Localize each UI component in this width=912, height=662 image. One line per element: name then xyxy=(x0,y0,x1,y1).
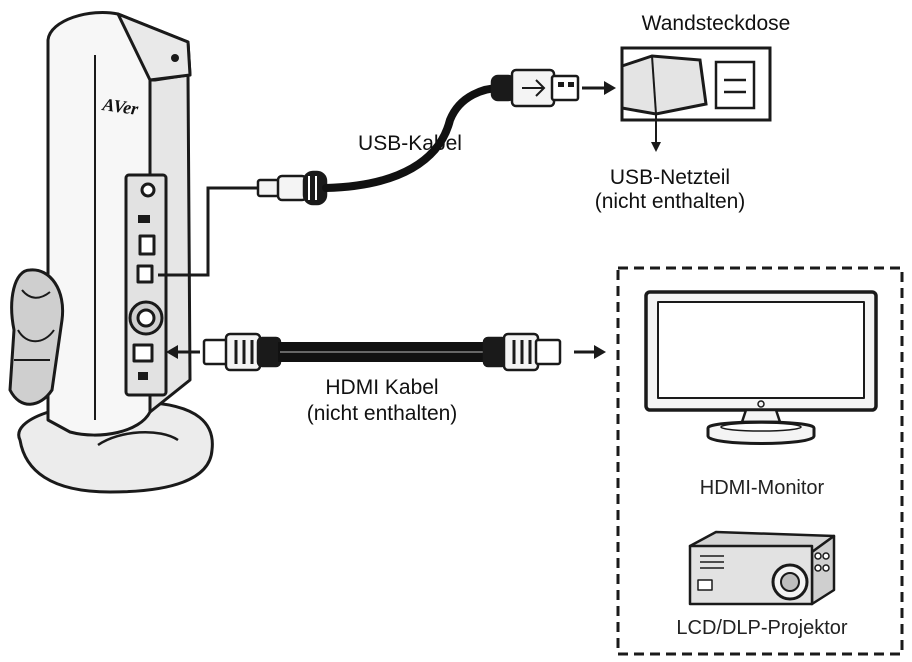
usb-a-connector xyxy=(490,68,580,108)
hdmi-cable xyxy=(166,332,606,372)
usb-cable xyxy=(158,68,616,277)
hdmi-right-arrow xyxy=(574,345,606,359)
label-hdmi-cable: HDMI Kabel xyxy=(325,376,438,399)
monitor-neck xyxy=(740,408,782,424)
hdmi-monitor xyxy=(644,290,878,445)
usb-wire-camera-side xyxy=(158,186,260,277)
monitor-screen xyxy=(657,301,865,399)
camera-port-panel xyxy=(124,173,168,397)
usb-cable-body xyxy=(322,84,504,192)
label-usb-adapter: USB-Netzteil xyxy=(610,166,730,189)
hdmi-plug-left xyxy=(202,332,282,372)
document-camera: AVer xyxy=(8,10,214,494)
label-wall-outlet: Wandsteckdose xyxy=(642,12,791,35)
label-projector: LCD/DLP-Projektor xyxy=(676,617,848,639)
camera-head xyxy=(116,12,192,82)
label-usb-adapter-note: (nicht enthalten) xyxy=(595,190,746,213)
label-hdmi-monitor: HDMI-Monitor xyxy=(700,477,825,499)
usb-micro-connector xyxy=(256,170,328,206)
lcd-dlp-projector xyxy=(688,530,836,606)
socket xyxy=(714,60,756,110)
label-hdmi-cable-note: (nicht enthalten) xyxy=(307,402,458,425)
hdmi-plug-right xyxy=(482,332,562,372)
hdmi-left-arrow xyxy=(166,345,200,359)
usb-arrow xyxy=(582,81,616,95)
label-usb-cable: USB-Kabel xyxy=(358,132,462,155)
camera-lamp-arm xyxy=(8,268,65,406)
usb-power-adapter xyxy=(620,54,708,152)
